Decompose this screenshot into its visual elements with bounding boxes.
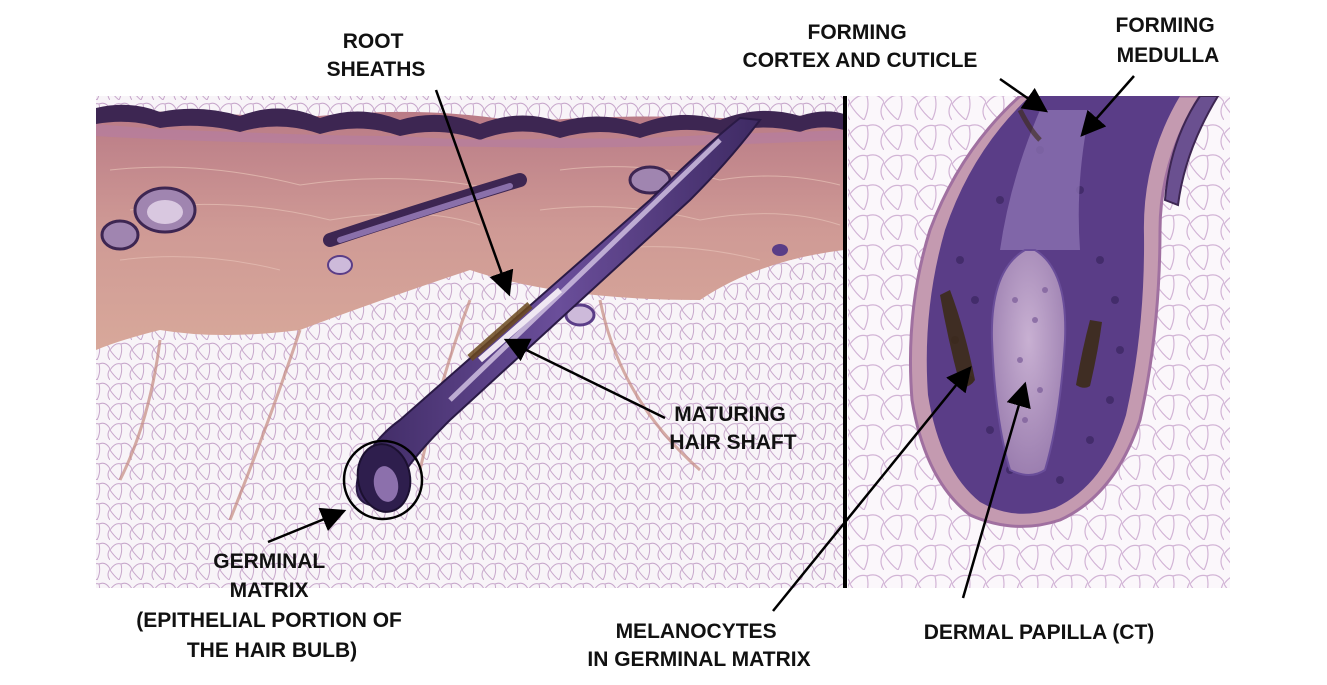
label-root-sheaths: ROOT SHEATHS xyxy=(327,30,426,81)
arrow-forming-medulla xyxy=(1080,75,1135,137)
label-germinal-matrix: GERMINAL MATRIX (EPITHELIAL PORTION OF T… xyxy=(136,550,407,662)
label-maturing-shaft: MATURING HAIR SHAFT xyxy=(669,403,796,454)
arrows xyxy=(267,75,1135,612)
label-dermal-papilla: DERMAL PAPILLA (CT) xyxy=(924,621,1155,644)
arrow-root-sheaths xyxy=(434,89,514,297)
label-forming-medulla: FORMING MEDULLA xyxy=(1116,14,1221,67)
right-micrograph xyxy=(848,96,1230,588)
arrow-forming-cortex xyxy=(999,77,1049,113)
panel-divider xyxy=(843,96,847,588)
arrow-maturing-shaft xyxy=(503,338,666,420)
arrow-melanocytes xyxy=(772,366,972,612)
hair-bulb-circle xyxy=(342,439,424,521)
left-micrograph xyxy=(96,96,844,588)
label-melanocytes: MELANOCYTES IN GERMINAL MATRIX xyxy=(587,620,810,671)
arrow-dermal-papilla xyxy=(961,381,1031,599)
label-forming-cortex: FORMING CORTEX AND CUTICLE xyxy=(743,21,978,72)
arrow-germinal-matrix xyxy=(267,507,347,544)
